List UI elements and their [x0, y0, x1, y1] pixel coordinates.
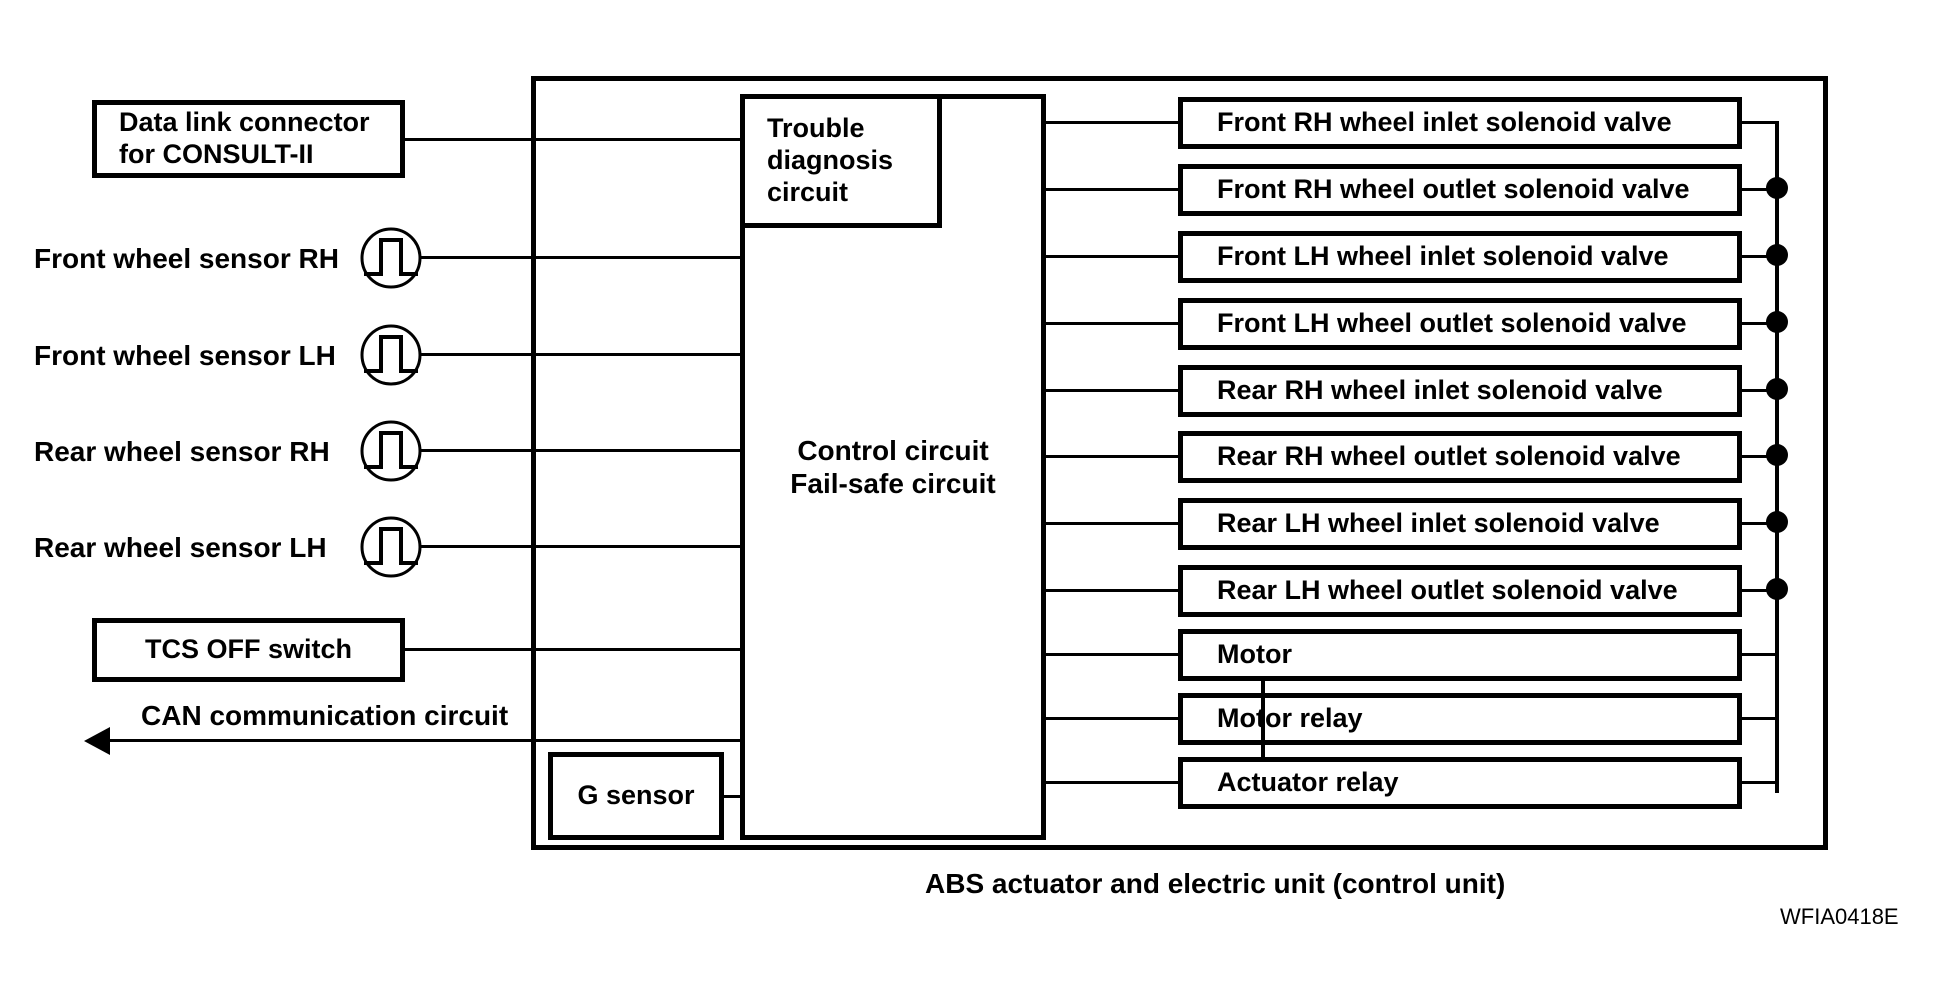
trouble-diagnosis-line2: diagnosis	[767, 145, 894, 176]
control-circuit-line1: Control circuit	[797, 434, 989, 466]
output-label-8: Motor	[1217, 639, 1292, 670]
wire-control-to-output-7	[1043, 589, 1181, 592]
wire-output-8-to-bus	[1740, 653, 1779, 656]
output-box-10[interactable]: Actuator relay	[1178, 757, 1742, 809]
output-label-3: Front LH wheel outlet solenoid valve	[1217, 308, 1687, 339]
g-sensor-box[interactable]: G sensor	[548, 752, 724, 840]
trouble-diagnosis-line3: circuit	[767, 176, 849, 207]
wire-control-to-output-3	[1043, 322, 1181, 325]
bus-junction-dot-2	[1766, 244, 1788, 266]
pulse-sensor-icon	[359, 419, 423, 483]
g-sensor-label: G sensor	[577, 780, 695, 811]
wire-output-6-to-bus	[1740, 522, 1779, 525]
output-box-0[interactable]: Front RH wheel inlet solenoid valve	[1178, 97, 1742, 149]
output-box-4[interactable]: Rear RH wheel inlet solenoid valve	[1178, 365, 1742, 417]
data-link-connector-box[interactable]: Data link connector for CONSULT-II	[92, 100, 405, 178]
output-label-7: Rear LH wheel outlet solenoid valve	[1217, 575, 1678, 606]
output-box-9[interactable]: Motor relay	[1178, 693, 1742, 745]
trouble-diagnosis-circuit-box-overlay[interactable]: Trouble diagnosis circuit	[740, 94, 942, 228]
wire-data-link-to-trouble-diagnosis	[405, 138, 743, 141]
wire-output-10-to-bus	[1740, 781, 1779, 784]
wire-control-to-output-10	[1043, 781, 1181, 784]
wire-tcs-off-switch	[405, 648, 743, 651]
wire-control-to-output-8	[1043, 653, 1181, 656]
wire-control-to-output-9	[1043, 717, 1181, 720]
output-label-6: Rear LH wheel inlet solenoid valve	[1217, 508, 1660, 539]
wire-g-sensor-to-control-circuit	[722, 795, 744, 798]
control-circuit-line2: Fail-safe circuit	[790, 468, 996, 499]
wire-control-to-output-2	[1043, 255, 1181, 258]
bus-junction-dot-7	[1766, 578, 1788, 600]
data-link-connector-line2: for CONSULT-II	[119, 139, 314, 169]
wire-sensor-front-rh	[421, 256, 743, 259]
sensor-label-rear-rh: Rear wheel sensor RH	[34, 436, 330, 467]
sensor-label-front-rh: Front wheel sensor RH	[34, 243, 339, 274]
output-box-8[interactable]: Motor	[1178, 629, 1742, 681]
wire-sensor-rear-rh	[421, 449, 743, 452]
output-label-1: Front RH wheel outlet solenoid valve	[1217, 174, 1690, 205]
wire-output-5-to-bus	[1740, 455, 1779, 458]
output-box-5[interactable]: Rear RH wheel outlet solenoid valve	[1178, 431, 1742, 483]
pulse-sensor-icon	[359, 323, 423, 387]
output-label-9: Motor relay	[1217, 703, 1363, 734]
wire-output-2-to-bus	[1740, 255, 1779, 258]
pulse-sensor-icon	[359, 515, 423, 579]
wire-motor-group-tie	[1261, 679, 1265, 759]
wire-output-1-to-bus	[1740, 188, 1779, 191]
wire-control-to-output-0	[1043, 121, 1181, 124]
wire-control-to-output-4	[1043, 389, 1181, 392]
wire-can-communication-circuit	[107, 739, 743, 742]
output-label-4: Rear RH wheel inlet solenoid valve	[1217, 375, 1663, 406]
tcs-off-switch-box[interactable]: TCS OFF switch	[92, 618, 405, 682]
wire-output-0-to-bus	[1740, 121, 1779, 124]
wire-output-7-to-bus	[1740, 589, 1779, 592]
output-label-0: Front RH wheel inlet solenoid valve	[1217, 107, 1672, 138]
figure-id-label: WFIA0418E	[1780, 904, 1899, 929]
wire-sensor-front-lh	[421, 353, 743, 356]
wire-sensor-rear-lh	[421, 545, 743, 548]
sensor-label-front-lh: Front wheel sensor LH	[34, 340, 336, 371]
tcs-off-switch-label: TCS OFF switch	[144, 634, 352, 665]
wire-output-3-to-bus	[1740, 322, 1779, 325]
output-box-2[interactable]: Front LH wheel inlet solenoid valve	[1178, 231, 1742, 283]
wire-control-to-output-1	[1043, 188, 1181, 191]
bus-junction-dot-6	[1766, 511, 1788, 533]
can-arrow-icon	[84, 727, 110, 755]
wire-output-4-to-bus	[1740, 389, 1779, 392]
bus-junction-dot-3	[1766, 311, 1788, 333]
output-box-3[interactable]: Front LH wheel outlet solenoid valve	[1178, 298, 1742, 350]
bus-junction-dot-5	[1766, 444, 1788, 466]
trouble-diagnosis-line1: Trouble	[767, 113, 865, 144]
wire-control-to-output-6	[1043, 522, 1181, 525]
diagram-caption: ABS actuator and electric unit (control …	[925, 868, 1506, 899]
pulse-sensor-icon	[359, 226, 423, 290]
bus-junction-dot-1	[1766, 177, 1788, 199]
abs-actuator-unit-boundary	[531, 76, 1828, 850]
output-label-10: Actuator relay	[1217, 767, 1399, 798]
output-box-1[interactable]: Front RH wheel outlet solenoid valve	[1178, 164, 1742, 216]
data-link-connector-line1: Data link connector	[119, 107, 370, 138]
output-label-5: Rear RH wheel outlet solenoid valve	[1217, 441, 1681, 472]
sensor-label-rear-lh: Rear wheel sensor LH	[34, 532, 327, 563]
can-communication-circuit-label: CAN communication circuit	[141, 700, 509, 731]
wire-output-9-to-bus	[1740, 717, 1779, 720]
output-box-7[interactable]: Rear LH wheel outlet solenoid valve	[1178, 565, 1742, 617]
wire-control-to-output-5	[1043, 455, 1181, 458]
bus-junction-dot-4	[1766, 378, 1788, 400]
output-box-6[interactable]: Rear LH wheel inlet solenoid valve	[1178, 498, 1742, 550]
output-label-2: Front LH wheel inlet solenoid valve	[1217, 241, 1669, 272]
